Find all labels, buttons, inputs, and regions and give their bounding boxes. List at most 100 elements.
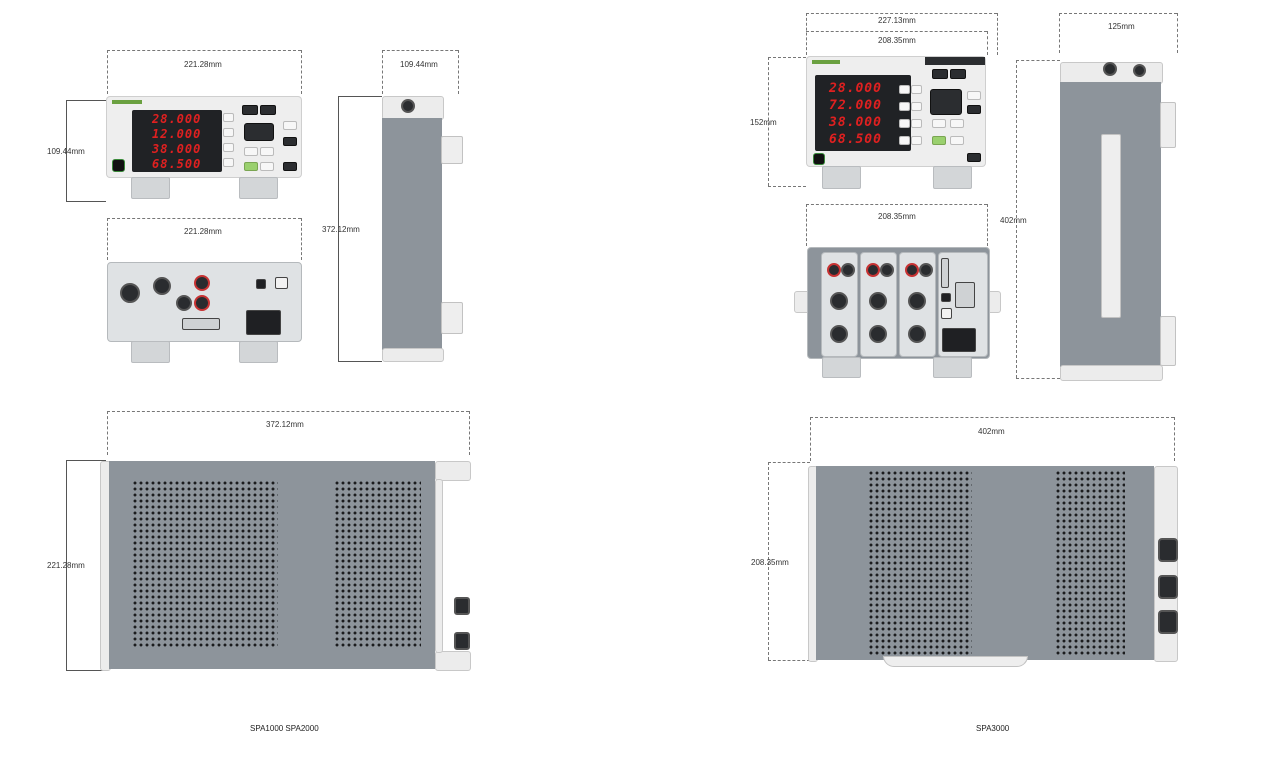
lan-port	[275, 277, 288, 289]
run-button[interactable]	[244, 162, 258, 171]
panel-button[interactable]	[223, 113, 234, 122]
power-icon[interactable]	[813, 153, 825, 165]
usb-port	[941, 293, 951, 302]
gpib-port	[182, 318, 220, 330]
dim-line-side-width	[1059, 13, 1177, 14]
side-rear-cap	[1060, 365, 1163, 381]
panel-button[interactable]	[223, 158, 234, 167]
top-knob	[1158, 538, 1178, 562]
caption-spa3000: SPA3000	[976, 724, 1010, 733]
side-knob	[401, 99, 415, 113]
panel-button[interactable]	[260, 162, 274, 171]
dim-line-front-height	[768, 57, 769, 186]
side-foot	[1160, 316, 1176, 366]
voltage-button[interactable]	[242, 105, 258, 115]
dim-tick	[107, 411, 108, 455]
current-button[interactable]	[260, 105, 276, 115]
power-icon[interactable]	[112, 159, 125, 172]
dim-tick	[997, 13, 998, 55]
dim-tick	[301, 50, 302, 94]
panel-button[interactable]	[950, 119, 964, 128]
panel-button[interactable]	[899, 136, 910, 145]
panel-button[interactable]	[283, 121, 297, 130]
dim-tick	[768, 57, 806, 58]
side-foot	[1160, 102, 1176, 148]
nav-pad[interactable]	[244, 123, 274, 141]
display-value-4: 68.500	[152, 157, 202, 171]
dim-tick	[338, 96, 382, 97]
dim-label-side-depth: 402mm	[1000, 216, 1027, 225]
usb-port	[256, 279, 266, 289]
dim-tick	[806, 204, 807, 246]
run-button[interactable]	[932, 136, 946, 145]
top-knob	[1158, 610, 1178, 634]
panel-button[interactable]	[283, 162, 297, 171]
side-foot	[441, 136, 463, 164]
terminal-knob	[120, 283, 140, 303]
dim-line-front-height	[66, 100, 67, 201]
dim-line-top-depth	[107, 411, 469, 412]
display-value-3: 38.000	[152, 142, 202, 156]
panel-button[interactable]	[899, 85, 910, 94]
terminal-knob-red	[194, 295, 210, 311]
panel-button[interactable]	[967, 153, 981, 162]
dim-label-front-outer-width: 227.13mm	[878, 16, 916, 25]
top-rear-strip	[435, 479, 443, 653]
power-socket	[246, 310, 281, 335]
vent-grille-right	[1055, 470, 1125, 656]
panel-button[interactable]	[223, 143, 234, 152]
current-button[interactable]	[950, 69, 966, 79]
side-rear-cap	[382, 348, 444, 362]
dim-line-rear-width	[806, 204, 987, 205]
dim-tick	[1059, 13, 1060, 53]
rear-foot-right	[933, 357, 972, 378]
dim-label-front-height: 152mm	[750, 118, 777, 127]
panel-button[interactable]	[260, 147, 274, 156]
carry-handle-top	[883, 656, 1028, 667]
rear-foot-left	[822, 357, 861, 378]
front-foot-right	[933, 166, 972, 189]
vent-grille-right	[334, 480, 421, 648]
top-knob	[454, 597, 470, 615]
dim-label-top-width: 221.28mm	[47, 561, 85, 570]
panel-button[interactable]	[967, 105, 981, 114]
brand-logo	[112, 100, 142, 104]
panel-button[interactable]	[899, 102, 910, 111]
dim-tick	[66, 670, 106, 671]
dim-tick	[66, 100, 106, 101]
panel-button[interactable]	[244, 147, 258, 156]
rear-foot-right	[239, 341, 278, 363]
carry-handle	[1101, 134, 1121, 318]
dim-tick	[469, 411, 470, 455]
dim-label-top-depth: 402mm	[978, 427, 1005, 436]
dim-tick	[1177, 13, 1178, 53]
terminal-knob	[919, 263, 933, 277]
panel-button[interactable]	[911, 85, 922, 94]
terminal-knob-red	[905, 263, 919, 277]
dim-tick	[382, 50, 383, 94]
terminal-knob	[830, 292, 848, 310]
nav-pad[interactable]	[930, 89, 962, 115]
panel-button[interactable]	[911, 136, 922, 145]
panel-button[interactable]	[283, 137, 297, 146]
dim-label-rear-width: 208.35mm	[878, 212, 916, 221]
dim-label-side-width: 109.44mm	[400, 60, 438, 69]
dim-label-top-width: 208.35mm	[751, 558, 789, 567]
voltage-button[interactable]	[932, 69, 948, 79]
front-foot-left	[131, 177, 170, 199]
panel-button[interactable]	[932, 119, 946, 128]
dim-label-front-width: 221.28mm	[184, 60, 222, 69]
dim-line-side-depth	[1016, 60, 1017, 378]
terminal-knob-red	[194, 275, 210, 291]
dim-tick	[806, 13, 807, 55]
panel-button[interactable]	[899, 119, 910, 128]
dim-line-side-width	[382, 50, 458, 51]
dim-tick	[768, 462, 810, 463]
panel-button[interactable]	[967, 91, 981, 100]
panel-button[interactable]	[950, 136, 964, 145]
panel-button[interactable]	[911, 102, 922, 111]
terminal-knob	[830, 325, 848, 343]
panel-button[interactable]	[223, 128, 234, 137]
dim-tick	[66, 460, 106, 461]
panel-button[interactable]	[911, 119, 922, 128]
